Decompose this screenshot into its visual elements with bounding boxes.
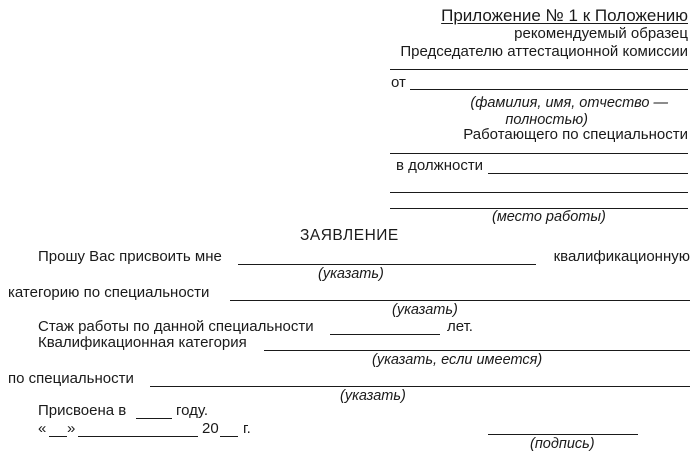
specify-if-any-hint: (указать, если имеется): [372, 352, 543, 368]
specify-hint-1: (указать): [318, 266, 384, 282]
request-text: Прошу Вас присвоить мне: [38, 248, 222, 265]
category-by-specialty-text: категорию по специальности: [8, 284, 210, 301]
appendix-title: Приложение № 1 к Положению: [441, 6, 688, 25]
document-heading: ЗАЯВЛЕНИЕ: [300, 227, 399, 244]
year-suffix: г.: [243, 420, 251, 437]
by-specialty-label: по специальности: [8, 370, 134, 387]
years-label: лет.: [447, 318, 473, 335]
signature-blank[interactable]: [488, 434, 638, 435]
sample-note: рекомендуемый образец: [514, 25, 688, 42]
workplace-blank-line-1[interactable]: [390, 192, 688, 193]
date-day-blank[interactable]: [49, 436, 67, 437]
specialty-blank-line[interactable]: [390, 153, 688, 154]
date-close-quote: »: [67, 420, 76, 437]
date-month-blank[interactable]: [78, 436, 198, 437]
specify-hint-2: (указать): [392, 302, 458, 318]
qualification-level-blank[interactable]: [238, 264, 536, 265]
from-name-blank[interactable]: [410, 89, 688, 90]
experience-years-blank[interactable]: [330, 334, 440, 335]
signature-hint: (подпись): [530, 436, 595, 452]
name-hint-line1: (фамилия, имя, отчество —: [470, 95, 668, 111]
workplace-hint: (место работы): [492, 209, 606, 225]
specify-hint-3: (указать): [340, 388, 406, 404]
workplace-blank-line-2[interactable]: [390, 208, 688, 209]
position-label: в должности: [396, 157, 484, 174]
assigned-in-label: Присвоена в: [38, 402, 127, 419]
by-specialty-blank[interactable]: [150, 386, 690, 387]
year-label: году.: [176, 402, 209, 419]
addressee-text: Председателю аттестационной комиссии: [400, 43, 688, 60]
name-hint-line2: полностью): [505, 112, 588, 128]
position-blank[interactable]: [488, 173, 688, 174]
working-by-specialty-text: Работающего по специальности: [463, 126, 688, 143]
century-prefix: 20: [202, 420, 219, 437]
date-year-blank[interactable]: [220, 436, 238, 437]
qualification-category-blank[interactable]: [264, 350, 690, 351]
qualification-category-label: Квалификационная категория: [38, 334, 247, 351]
assigned-year-blank[interactable]: [136, 418, 172, 419]
addressee-blank-line[interactable]: [390, 69, 688, 70]
from-label: от: [391, 74, 406, 91]
qualification-word: квалификационную: [553, 248, 690, 265]
category-specialty-blank[interactable]: [230, 300, 690, 301]
date-open-quote: «: [38, 420, 47, 437]
experience-label: Стаж работы по данной специальности: [38, 318, 314, 335]
